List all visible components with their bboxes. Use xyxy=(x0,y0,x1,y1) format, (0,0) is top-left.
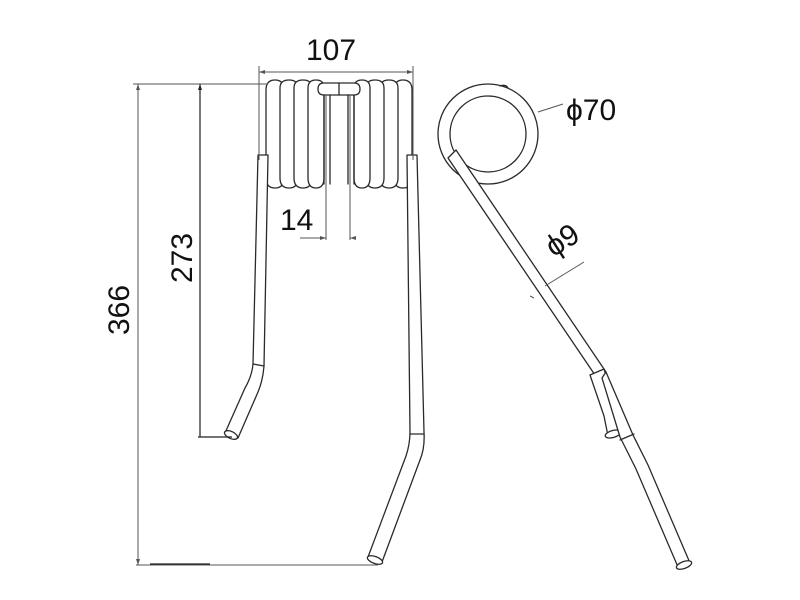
side-leg xyxy=(447,149,693,570)
label-gap-14: 14 xyxy=(280,204,314,237)
dimension-total-height xyxy=(133,83,378,566)
dimension-inner-height xyxy=(198,83,268,438)
coil-ring-inner xyxy=(449,95,527,173)
label-total-height-366: 366 xyxy=(103,284,137,336)
side-view xyxy=(437,83,693,570)
label-width-107: 107 xyxy=(306,34,357,67)
dimension-gap xyxy=(300,95,356,240)
label-inner-height-273: 273 xyxy=(166,232,200,284)
label-coil-diameter-70: ϕ70 xyxy=(566,94,617,127)
wire-diameter-leader xyxy=(544,261,585,287)
left-coil xyxy=(265,79,325,189)
front-view xyxy=(133,66,425,566)
coil-diameter-leader xyxy=(537,103,564,113)
dimension-width xyxy=(258,66,414,160)
right-coil xyxy=(353,79,413,189)
left-leg xyxy=(223,154,269,440)
right-leg xyxy=(366,154,425,565)
